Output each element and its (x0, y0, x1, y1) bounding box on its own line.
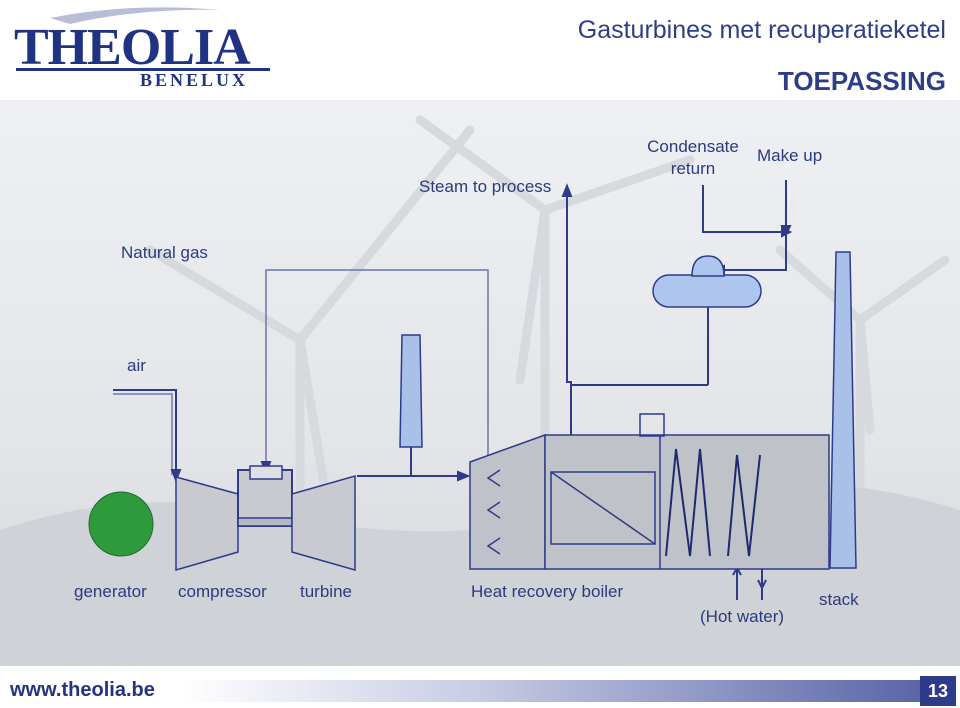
footer-gradient-bar (180, 680, 920, 702)
header: THEOLIA BENELUX Gasturbines met recupera… (0, 0, 960, 100)
steam-drum (652, 274, 762, 308)
condensate-line (702, 185, 786, 233)
theolia-logo: THEOLIA BENELUX (14, 7, 270, 90)
burner-chevron-1 (486, 469, 501, 487)
label-turbine: turbine (300, 582, 352, 601)
economizer-coil (727, 454, 761, 557)
page-number: 13 (920, 676, 956, 706)
footer: www.theolia.be 13 (0, 666, 960, 708)
label-air: air (127, 356, 146, 375)
bypass-stack (399, 334, 423, 448)
air-line-shadow (113, 393, 173, 475)
steam-arrow (561, 183, 573, 197)
makeup-arrow (780, 225, 792, 237)
footer-url[interactable]: www.theolia.be (10, 679, 155, 701)
evaporator-coil (665, 448, 711, 557)
logo-swoosh (50, 7, 220, 25)
steam-drum-leg (639, 413, 665, 437)
generator (88, 491, 154, 557)
air-arrow (170, 469, 182, 483)
burner-chevron-2 (486, 501, 501, 519)
process-diagram (88, 180, 857, 600)
section-title: TOEPASSING (777, 66, 946, 96)
shaft (237, 517, 293, 527)
exhaust-arrow (457, 470, 471, 482)
slide-title: Gasturbines met recuperatieketel (577, 16, 946, 44)
diagram-area: Steam to process Condensate return Make … (0, 100, 960, 666)
steam-line (566, 190, 572, 435)
superheater (550, 471, 656, 545)
label-steam-to-process: Steam to process (419, 177, 552, 196)
burner-chevron-3 (486, 537, 501, 555)
compressor (175, 476, 239, 571)
hot-water-arrow-2 (757, 579, 767, 591)
label-natural-gas: Natural gas (121, 243, 208, 262)
label-heat-recovery-boiler: Heat recovery boiler (471, 582, 624, 601)
natural-gas-line (265, 269, 489, 470)
logo-sub-text: BENELUX (140, 70, 248, 90)
makeup-line (718, 180, 787, 271)
label-condensate-return: Condensate return (647, 137, 739, 178)
label-hot-water: (Hot water) (700, 607, 785, 626)
logo-main-text: THEOLIA (14, 19, 251, 76)
label-compressor: compressor (178, 582, 267, 601)
boiler-body (544, 434, 830, 570)
label-stack: stack (819, 590, 859, 609)
burner (249, 465, 283, 480)
steam-dome (691, 255, 725, 277)
air-line (113, 389, 177, 475)
label-generator: generator (74, 582, 147, 601)
label-make-up: Make up (757, 146, 823, 165)
main-stack (829, 251, 857, 569)
boiler-inlet-duct (469, 433, 546, 570)
turbine (291, 475, 356, 571)
superheater-diagonal (550, 471, 656, 545)
logo-underline (16, 68, 270, 71)
